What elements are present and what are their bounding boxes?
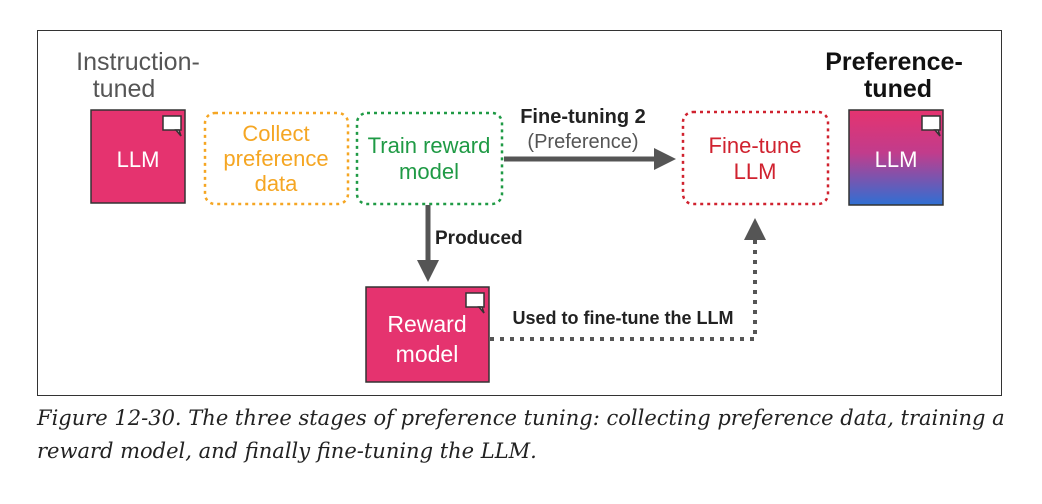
- step3-line1: Fine-tune: [709, 133, 802, 158]
- right-title-line1: Preference-: [825, 48, 963, 76]
- fine-tuning-arrow: [504, 148, 676, 170]
- chat-bubble-icon: [921, 115, 941, 137]
- instruction-tuned-llm-box: LLM: [90, 109, 186, 204]
- figure-caption: Figure 12-30. The three stages of prefer…: [37, 406, 1005, 463]
- diagram-frame: [37, 30, 1002, 396]
- used-to-fine-tune-arrow: [490, 218, 766, 341]
- preference-tuned-llm-box: LLM: [848, 109, 944, 206]
- chat-bubble-icon: [465, 292, 485, 314]
- fine-tune-llm-box: Fine-tune LLM: [681, 110, 830, 206]
- left-title-line2: tuned: [93, 75, 156, 103]
- reward-model-box: Reward model: [365, 286, 490, 383]
- right-title-line2: tuned: [864, 75, 932, 103]
- used-to-fine-tune-label: Used to fine-tune the LLM: [513, 308, 734, 328]
- step3-line2: LLM: [734, 159, 777, 184]
- produced-label: Produced: [435, 228, 523, 249]
- left-title-line1: Instruction-: [76, 48, 200, 76]
- collect-preference-data-box: Collect preference data: [203, 111, 350, 206]
- chat-bubble-icon: [162, 115, 182, 137]
- step1-line1: Collect: [242, 121, 309, 146]
- step1-line2: preference: [223, 146, 328, 171]
- step2-line2: model: [399, 159, 459, 184]
- step1-line3: data: [255, 171, 299, 196]
- arrow-main-line2: (Preference): [527, 131, 638, 153]
- right-llm-label: LLM: [875, 147, 918, 172]
- produced-arrow: [417, 205, 439, 282]
- reward-box-line2: model: [396, 341, 459, 367]
- arrow-main-line1: Fine-tuning 2: [520, 106, 646, 128]
- step2-line1: Train reward: [368, 133, 491, 158]
- left-llm-label: LLM: [117, 147, 160, 172]
- train-reward-model-box: Train reward model: [355, 111, 504, 206]
- reward-box-line1: Reward: [387, 311, 466, 337]
